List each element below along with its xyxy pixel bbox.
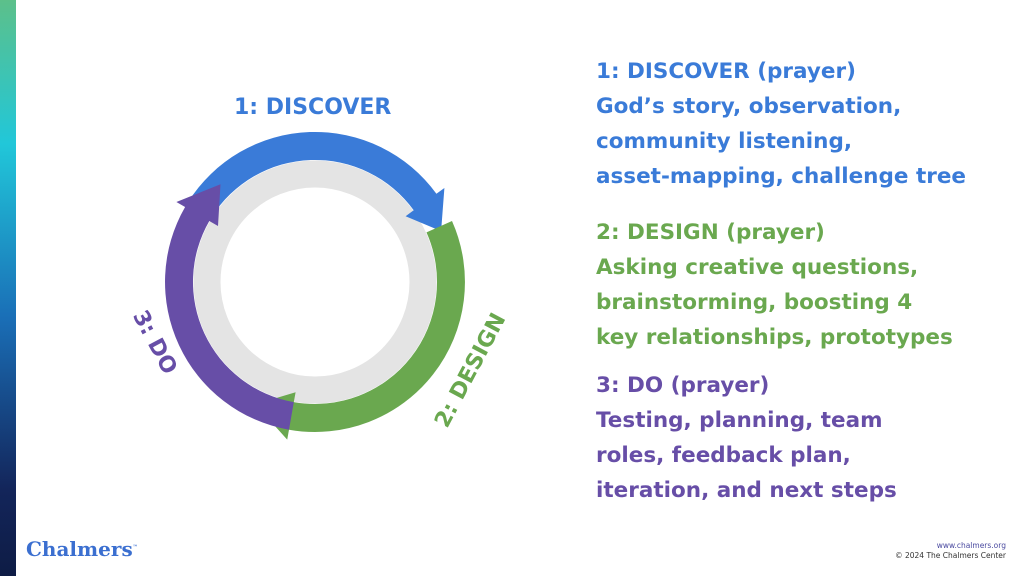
step-line: brainstorming, boosting 4 [596, 290, 913, 315]
design-arrow [255, 221, 465, 440]
step-heading: 1: DISCOVER (prayer) [596, 59, 856, 84]
step-line: key relationships, prototypes [596, 325, 953, 350]
step-line: roles, feedback plan, [596, 443, 851, 468]
cycle-diagram [165, 131, 465, 440]
step-line: Asking creative questions, [596, 255, 919, 280]
footer-info: www.chalmers.org © 2024 The Chalmers Cen… [895, 541, 1006, 561]
inner-ring [193, 160, 437, 404]
discover-label: 1: DISCOVER [234, 95, 392, 120]
do-arrow [165, 184, 294, 430]
step-line: God’s story, observation, [596, 94, 902, 119]
step-line: community listening, [596, 129, 853, 154]
website-link[interactable]: www.chalmers.org [936, 541, 1006, 550]
step-discover: 1: DISCOVER (prayer) God’s story, observ… [596, 54, 966, 194]
step-heading: 3: DO (prayer) [596, 373, 770, 398]
step-line: asset-mapping, challenge tree [596, 164, 966, 189]
step-line: Testing, planning, team [596, 408, 883, 433]
accent-gradient-bar [0, 0, 16, 576]
step-heading: 2: DESIGN (prayer) [596, 220, 825, 245]
logo-text: Chalmers [26, 537, 133, 561]
step-design: 2: DESIGN (prayer) Asking creative quest… [596, 215, 966, 355]
chalmers-logo: Chalmers™ [26, 537, 138, 561]
step-do: 3: DO (prayer) Testing, planning, team r… [596, 368, 966, 508]
trademark: ™ [132, 544, 138, 551]
discover-arrow [187, 131, 445, 232]
copyright: © 2024 The Chalmers Center [895, 551, 1006, 560]
step-descriptions: 1: DISCOVER (prayer) God’s story, observ… [596, 54, 966, 529]
step-line: iteration, and next steps [596, 478, 897, 503]
